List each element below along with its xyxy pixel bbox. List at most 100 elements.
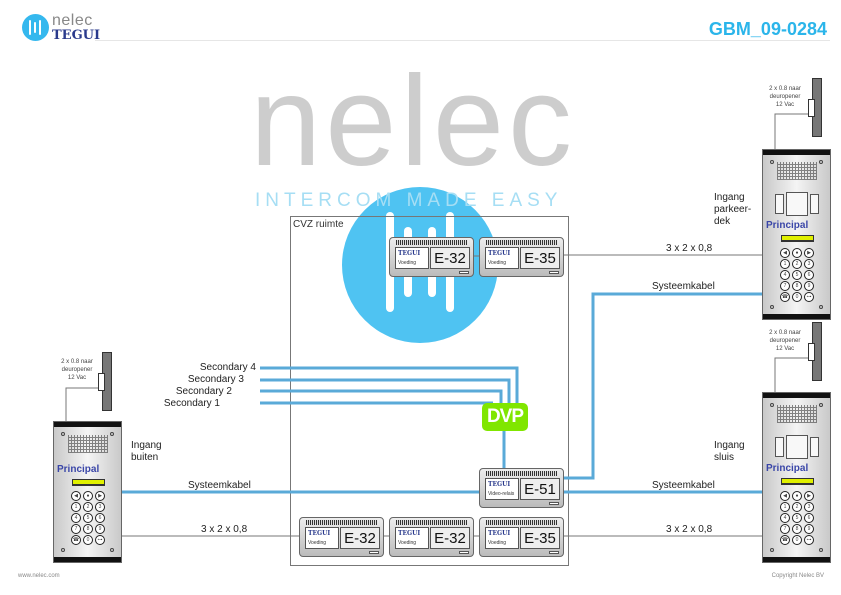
speaker-grille <box>777 405 817 423</box>
secondary-3-cable <box>260 378 511 403</box>
keypad-key: ▶ <box>804 248 814 258</box>
system-cable-top <box>563 292 762 480</box>
keypad-key: ☎ <box>71 535 81 545</box>
keypad-key: ⊶ <box>804 292 814 302</box>
keypad-key: 3 <box>804 259 814 269</box>
keypad-key: 1 <box>780 502 790 512</box>
keypad-key: 6 <box>804 270 814 280</box>
keypad-key: 9 <box>804 281 814 291</box>
keypad-key: 3 <box>95 502 105 512</box>
strike-wire-bottom <box>774 357 812 392</box>
keypad-key: 7 <box>780 524 790 534</box>
keypad-key: 5 <box>792 513 802 523</box>
keypad-key: ◀ <box>780 248 790 258</box>
keypad-key: 0 <box>792 535 802 545</box>
strike-wire-left <box>65 387 102 421</box>
header-divider <box>95 40 830 41</box>
keypad-key: 9 <box>95 524 105 534</box>
keypad-key: ▶ <box>95 491 105 501</box>
footer-copyright: Copyright Nelec BV <box>771 573 824 579</box>
footer-website: www.nelec.com <box>18 573 60 579</box>
system-cable-label-left: Systeemkabel <box>188 480 251 491</box>
power-cable-label-right: 3 x 2 x 0,8 <box>666 524 713 535</box>
system-cable-label-right: Systeemkabel <box>652 480 715 491</box>
keypad-key: 4 <box>780 513 790 523</box>
cvz-room-label: CVZ ruimte <box>293 219 344 230</box>
keypad-key: 2 <box>792 259 802 269</box>
panel-display <box>781 478 814 485</box>
door-strike-left-icon <box>98 352 112 411</box>
door-strike-top-icon <box>808 78 822 137</box>
keypad-key: ⊶ <box>95 535 105 545</box>
keypad-key: 2 <box>83 502 93 512</box>
panel-display <box>781 235 814 242</box>
keypad-key: 8 <box>83 524 93 534</box>
keypad-key: ▶ <box>804 491 814 501</box>
keypad-key: 6 <box>804 513 814 523</box>
dvp-badge: DVP <box>482 403 528 431</box>
secondary-3-label: Secondary 3 <box>187 374 244 385</box>
secondary-2-cable <box>260 389 503 403</box>
logo-name: nelec <box>52 12 93 29</box>
watermark-text: nelec <box>250 50 576 193</box>
keypad-key: 8 <box>792 524 802 534</box>
speaker-grille <box>777 162 817 180</box>
module-code: E-32 <box>340 527 380 549</box>
keypad-key: 3 <box>804 502 814 512</box>
secondary-4-cable <box>260 366 519 403</box>
secondary-1-label: Secondary 1 <box>163 398 220 409</box>
keypad-key: ☎ <box>780 535 790 545</box>
module-code: E-32 <box>430 247 470 269</box>
module-code: E-51 <box>520 478 560 500</box>
keypad-key: 9 <box>804 524 814 534</box>
module-code: E-35 <box>520 247 560 269</box>
panel-name: Principal <box>57 464 100 475</box>
keypad-key: ● <box>792 248 802 258</box>
keypad-key: ◀ <box>780 491 790 501</box>
secondary-4-label: Secondary 4 <box>199 362 256 373</box>
keypad-key: 1 <box>71 502 81 512</box>
keypad-key: 0 <box>792 292 802 302</box>
keypad-key: ● <box>792 491 802 501</box>
module-code: E-35 <box>520 527 560 549</box>
keypad-key: 5 <box>792 270 802 280</box>
keypad-key: ☎ <box>780 292 790 302</box>
keypad-key: 6 <box>95 513 105 523</box>
system-cable-label-top: Systeemkabel <box>652 281 715 292</box>
keypad-key: ◀ <box>71 491 81 501</box>
watermark-tagline: INTERCOM MADE EASY <box>255 190 563 211</box>
keypad-key: ⊶ <box>804 535 814 545</box>
speaker-grille <box>68 435 108 453</box>
module-link <box>384 255 479 537</box>
power-cable-label-left: 3 x 2 x 0,8 <box>201 524 248 535</box>
keypad-key: 2 <box>792 502 802 512</box>
keypad-key: 4 <box>71 513 81 523</box>
panel-name: Principal <box>766 463 809 474</box>
keypad-key: 8 <box>792 281 802 291</box>
panel-name: Principal <box>766 220 809 231</box>
keypad-key: 7 <box>71 524 81 534</box>
keypad-key: 4 <box>780 270 790 280</box>
keypad-key: 7 <box>780 281 790 291</box>
keypad-key: 1 <box>780 259 790 269</box>
door-strike-bottom-icon <box>808 322 822 381</box>
module-code: E-32 <box>430 527 470 549</box>
keypad-key: 0 <box>83 535 93 545</box>
